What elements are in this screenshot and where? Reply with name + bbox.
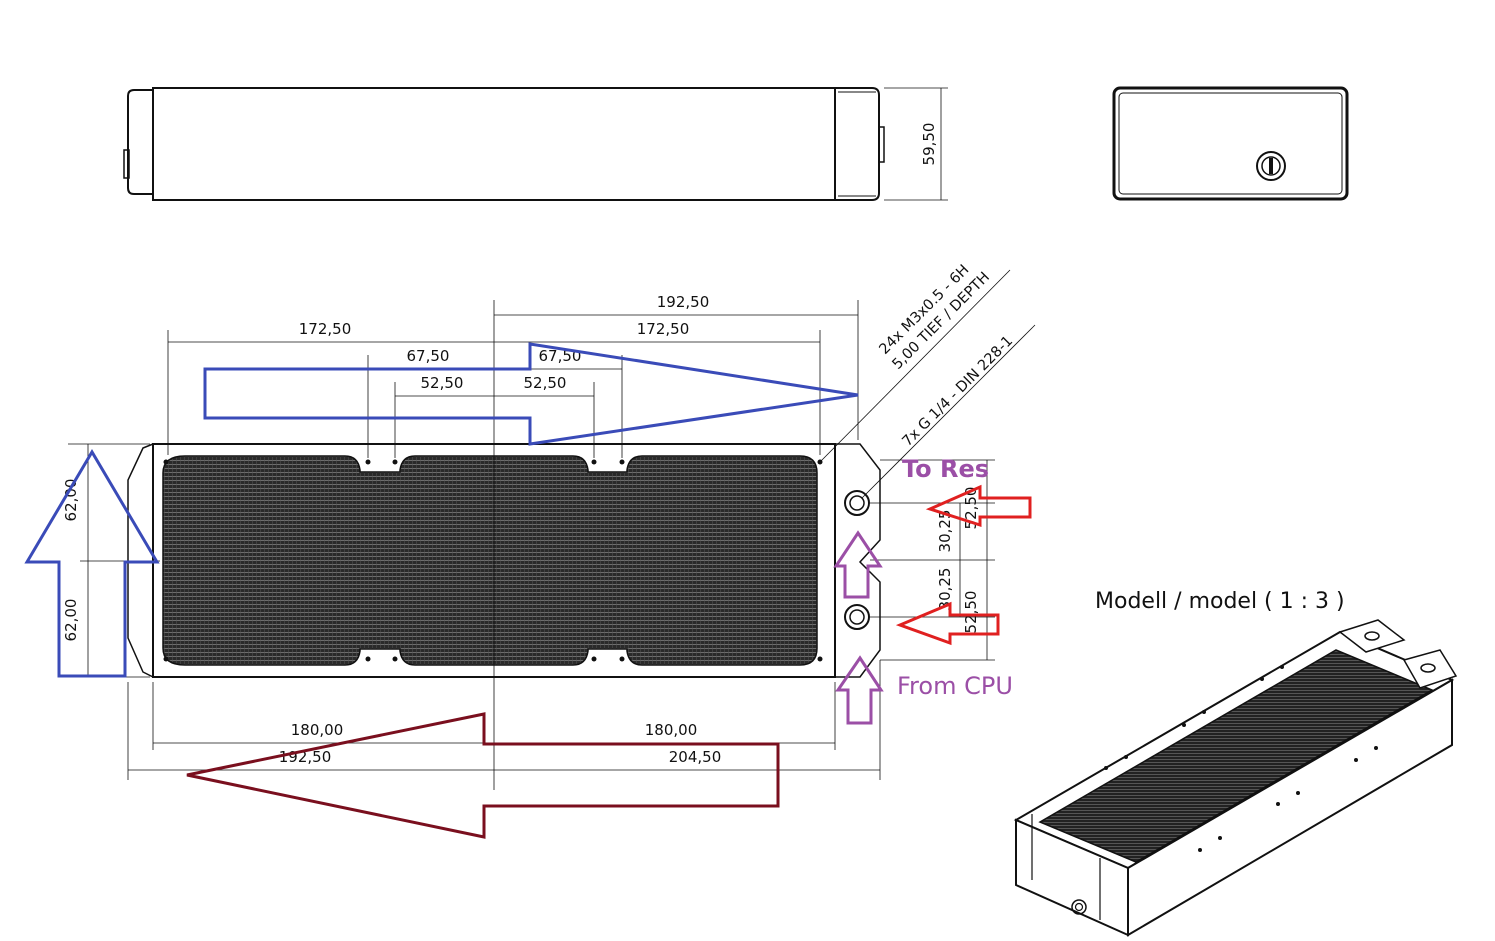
dim-62-00-top: 62,00 [62, 479, 80, 522]
blue-arrow-up [24, 449, 160, 678]
dim-port-52-50-top: 52,50 [962, 487, 980, 530]
purple-arrow-top [833, 530, 883, 599]
end-view [1112, 86, 1349, 201]
dim-side-height: 59,50 [920, 123, 938, 166]
dim-172-50-right: 172,50 [637, 320, 690, 338]
model-3d [1013, 619, 1458, 937]
dim-port-30-25-bottom: 30,25 [936, 568, 954, 611]
radiator-core [162, 455, 818, 666]
dim-192-50-top: 192,50 [657, 293, 710, 311]
port-dimensions: 52,50 30,25 30,25 52,50 [870, 459, 995, 661]
maroon-arrow-left [186, 712, 780, 839]
dim-67-50-left: 67,50 [407, 347, 450, 365]
from-cpu-label: From CPU [897, 672, 1013, 700]
dim-52-50-left: 52,50 [421, 374, 464, 392]
to-res-label: To Res [902, 455, 989, 483]
blue-arrow-right [203, 342, 859, 446]
flow-arrows: To Res From CPU [24, 342, 1032, 839]
left-dimensions: 62,00 62,00 [62, 443, 160, 678]
dim-180-00-right: 180,00 [645, 721, 698, 739]
dim-port-30-25-top: 30,25 [936, 510, 954, 553]
dim-204-50-bottom: 204,50 [669, 748, 722, 766]
red-arrow-top [925, 484, 1032, 528]
purple-arrow-bottom [835, 655, 884, 725]
dim-180-00-left: 180,00 [291, 721, 344, 739]
dim-172-50-left: 172,50 [299, 320, 352, 338]
model-fins [1038, 649, 1434, 863]
dim-port-52-50-bottom: 52,50 [962, 591, 980, 634]
dim-52-50-right: 52,50 [524, 374, 567, 392]
front-view [127, 300, 881, 790]
dim-62-00-bottom: 62,00 [62, 599, 80, 642]
side-view: 59,50 [123, 87, 948, 201]
red-arrow-bottom [895, 601, 1000, 646]
model-label: Modell / model ( 1 : 3 ) [1095, 589, 1345, 614]
